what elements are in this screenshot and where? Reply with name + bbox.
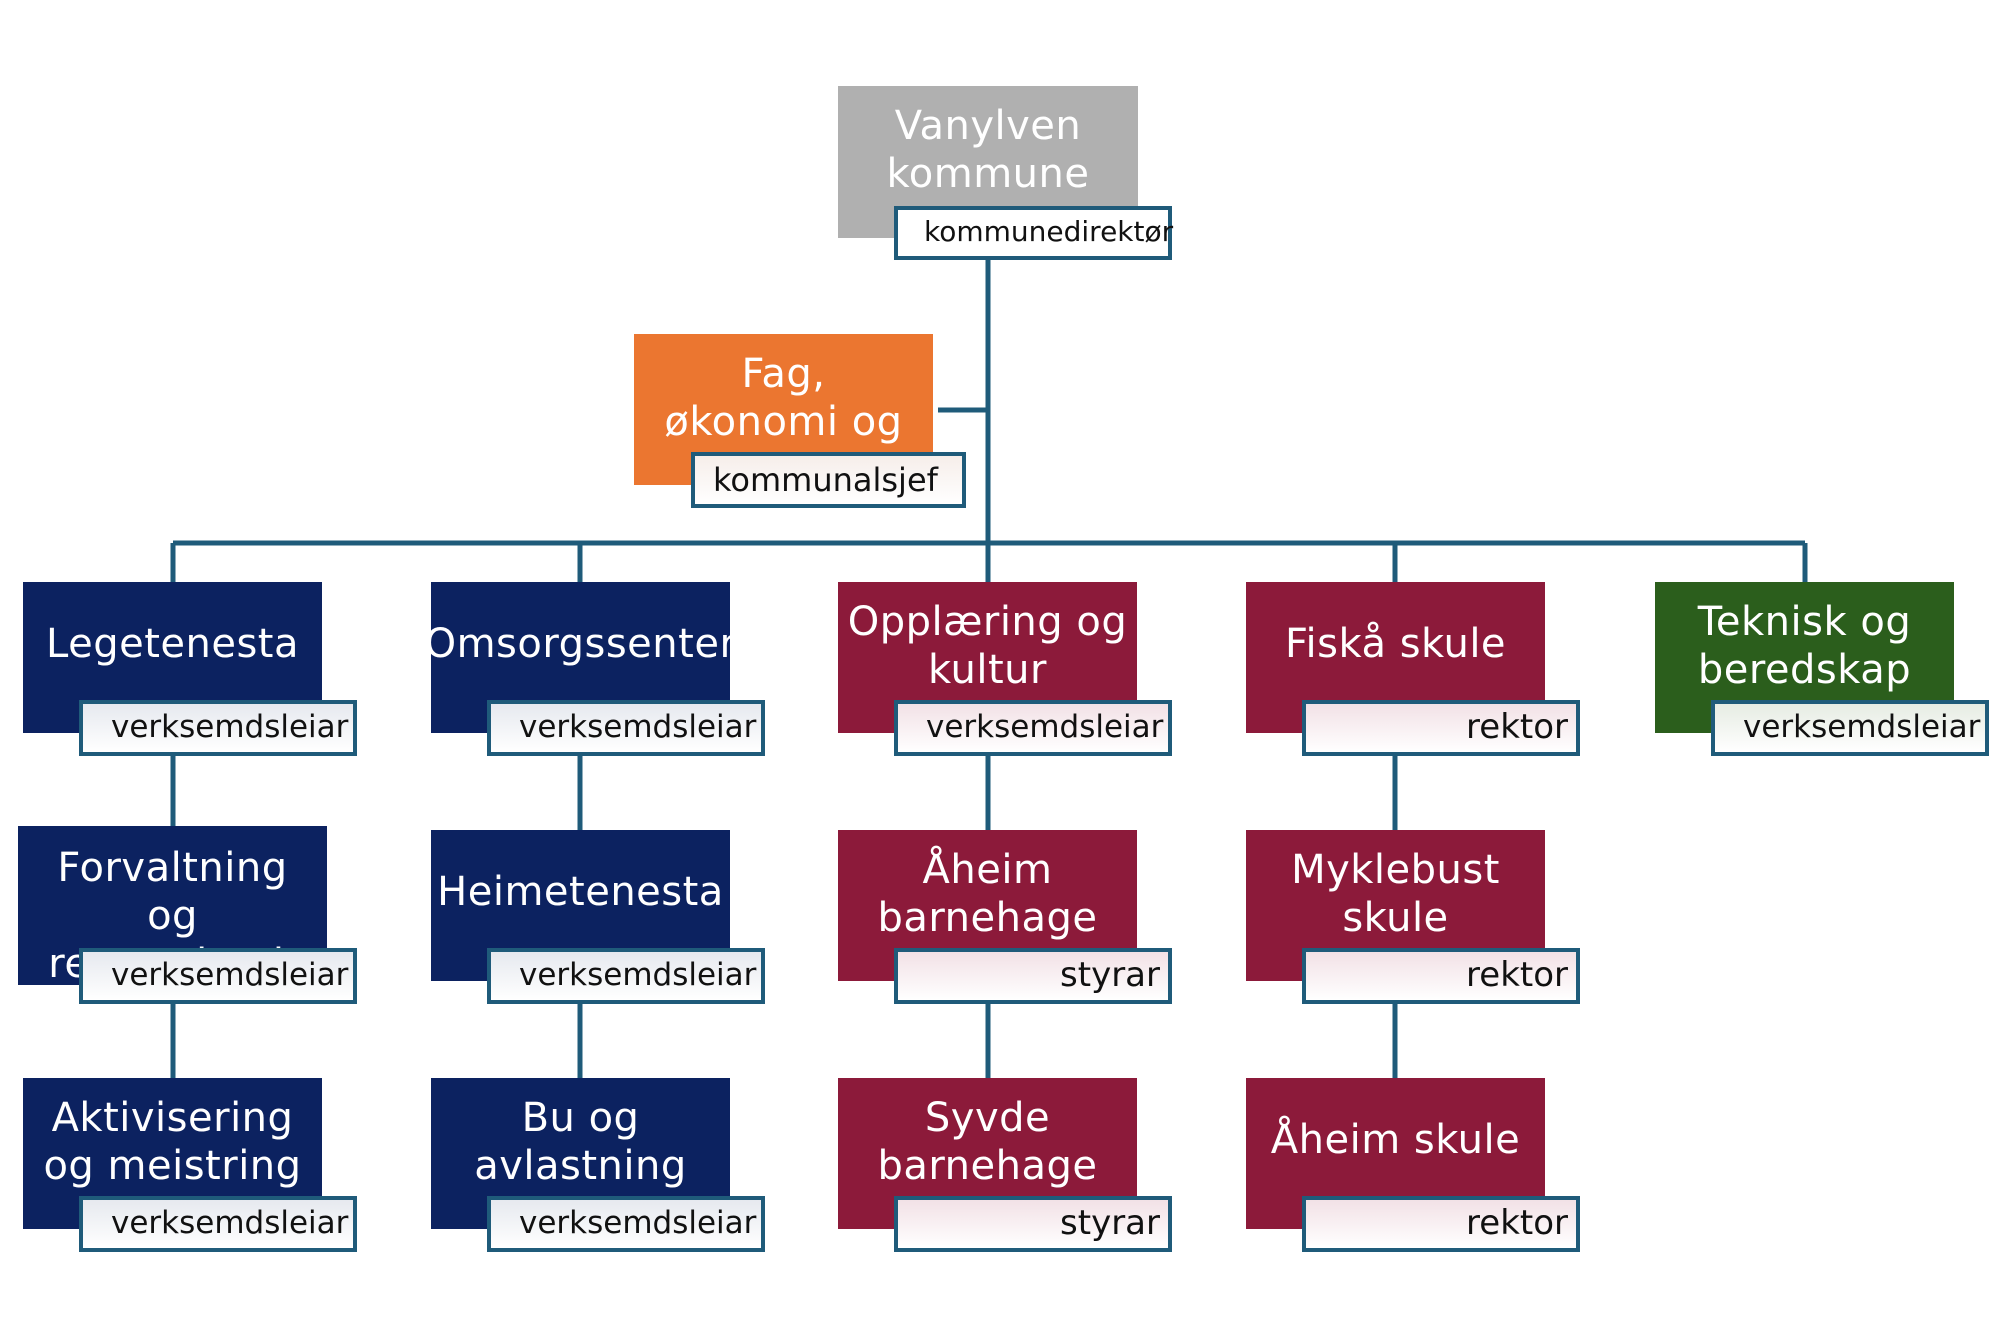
role-label: verksemdsleiar	[487, 948, 765, 1004]
role-label: verksemdsleiar	[487, 700, 765, 756]
node-title: Åheim skule	[1270, 1117, 1521, 1163]
node-title: Fiskå skule	[1284, 621, 1507, 667]
node-title: Legetenesta	[46, 621, 299, 667]
role-label: rektor	[1302, 1196, 1580, 1252]
role-label: rektor	[1302, 700, 1580, 756]
node-title: Opplæring og kultur	[847, 599, 1128, 693]
node-title: Åheim barnehage	[877, 847, 1098, 941]
role-label: verksemdsleiar	[79, 1196, 357, 1252]
node-title: Heimetenesta	[437, 869, 724, 915]
role-label: styrar	[894, 1196, 1172, 1252]
node-title: Teknisk og beredskap	[1697, 599, 1912, 693]
node-title: Omsorgssenter	[424, 621, 737, 667]
node-title: Aktivisering og meistring	[43, 1095, 302, 1189]
role-label: styrar	[894, 948, 1172, 1004]
role-label: verksemdsleiar	[79, 948, 357, 1004]
role-label: verksemdsleiar	[1711, 700, 1989, 756]
role-label: verksemdsleiar	[894, 700, 1172, 756]
role-label: kommunalsjef	[691, 452, 966, 508]
role-label: verksemdsleiar	[487, 1196, 765, 1252]
node-title: Syvde barnehage	[877, 1095, 1098, 1189]
node-title: Vanylven kommune	[886, 103, 1090, 197]
node-title: Myklebust skule	[1291, 847, 1500, 941]
node-title: Bu og avlastning	[474, 1095, 687, 1189]
role-label: rektor	[1302, 948, 1580, 1004]
role-label: kommunedirektør	[894, 206, 1173, 260]
role-label: verksemdsleiar	[79, 700, 357, 756]
